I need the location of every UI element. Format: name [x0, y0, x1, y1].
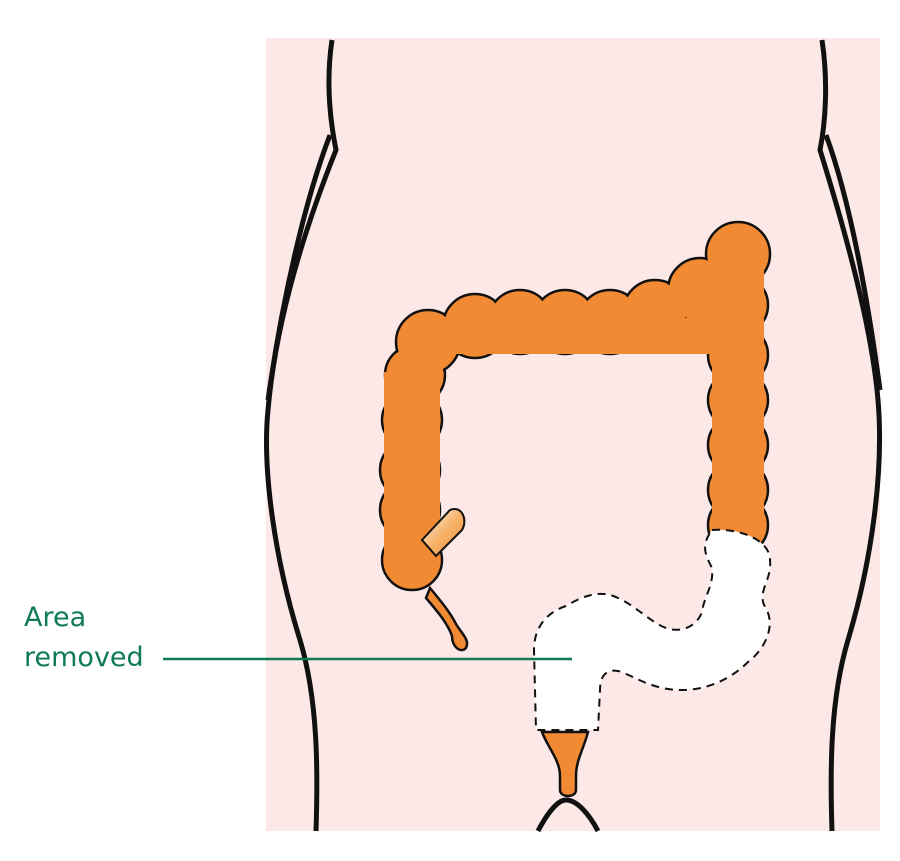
crotch-outline [535, 797, 601, 833]
torso-right-outline [817, 39, 883, 832]
appendix [424, 585, 469, 652]
rectum [540, 730, 590, 798]
torso-left-outline [264, 39, 339, 832]
area-removed-label-line-1: Area [24, 602, 87, 633]
area-removed-label-line-2: removed [24, 642, 144, 673]
right-arm-outline [823, 134, 883, 391]
left-arm-outline [265, 134, 333, 401]
removed-section [532, 528, 772, 731]
small-bowel-stub [420, 508, 466, 558]
colon-fill [381, 223, 769, 589]
